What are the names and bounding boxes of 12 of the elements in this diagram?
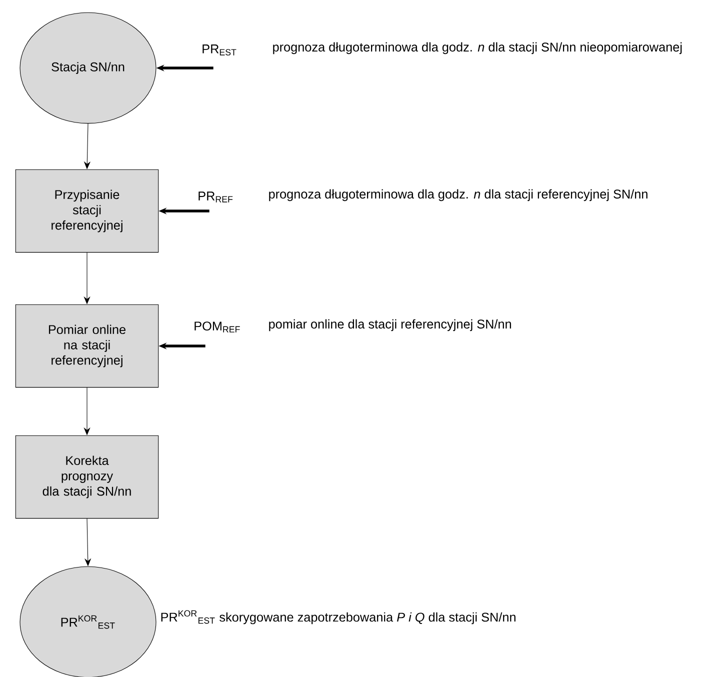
ellipse-node: PR$^{KOR}$EST	[20, 566, 156, 677]
description: prognoza długoterminowa dla godz. n dla stacji SN/nn nieopomiarowanej	[273, 42, 682, 54]
signal-label: POM$_{REF}$	[194, 322, 240, 332]
description: pomiar online dla stacji referencyjnej SN/nn	[269, 319, 512, 332]
process-box: Korekta prognozy dla stacji SN/nn	[15, 435, 159, 519]
process-box: Przypisanie stacji referencyjnej	[15, 169, 159, 253]
description: prognoza długoterminowa dla godz. n dla stacji referencyjnej SN/nn	[269, 189, 648, 202]
process-box: Pomiar online na stacji referencyjnej	[15, 304, 159, 388]
ellipse-node: Stacja SN/nn	[20, 12, 156, 124]
signal-label: PR$_{EST}$	[202, 44, 236, 56]
description: PR$^{KOR}$$_{EST}$ skorygowane zapotrzebowania P i Q dla stacji SN/nn	[161, 610, 516, 624]
signal-label: PR$_{REF}$	[198, 192, 233, 202]
